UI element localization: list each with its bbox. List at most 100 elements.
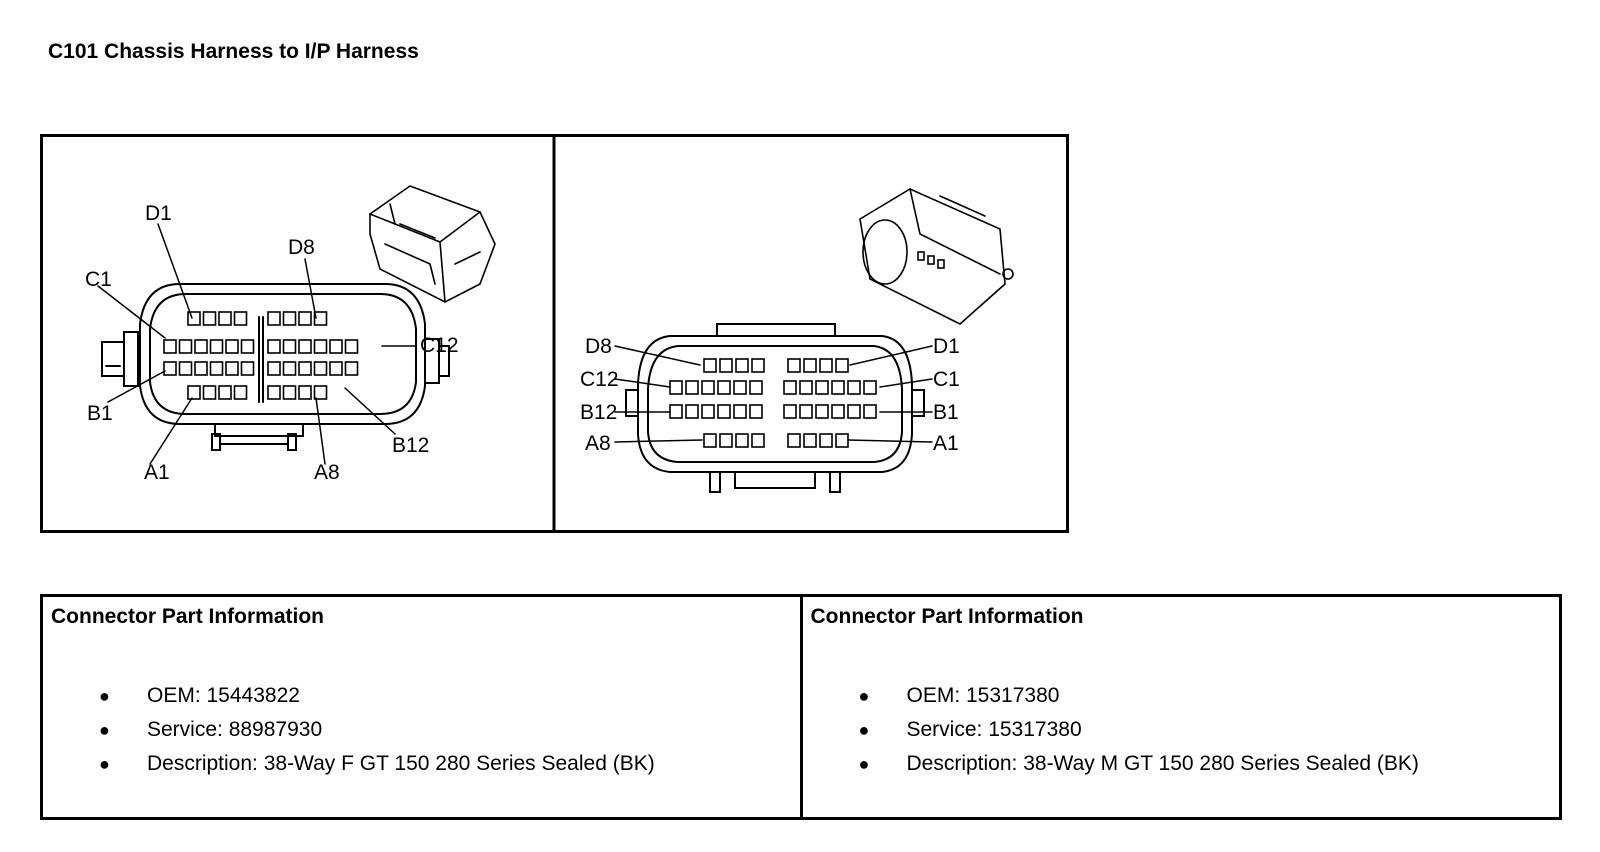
male-cavity — [863, 404, 877, 419]
female-cavity — [313, 361, 328, 376]
female-cavity — [233, 385, 248, 400]
male-cavity — [783, 404, 797, 419]
male-cavity — [701, 404, 715, 419]
male-cavity — [733, 380, 747, 395]
pin-label-b12: B12 — [392, 434, 429, 457]
part-info-oem: ●OEM: 15443822 — [99, 679, 655, 713]
part-info-service: ●Service: 15317380 — [859, 713, 1419, 747]
pin-label-c12: C12 — [420, 334, 459, 357]
female-cavity — [313, 385, 328, 400]
male-connector-face — [625, 323, 925, 493]
pin-label-d1: D1 — [145, 202, 172, 225]
male-cavity — [819, 433, 833, 448]
pin-label-d8-male: D8 — [585, 335, 612, 358]
male-cavity — [685, 380, 699, 395]
male-cavity — [803, 358, 817, 373]
male-cavity — [735, 358, 749, 373]
female-cavity — [282, 361, 297, 376]
connector-diagram: D1 D8 C1 C12 B1 B12 A1 A8 D8 D1 C12 C1 B… — [40, 134, 1070, 534]
female-cavity — [240, 361, 255, 376]
female-connector-cavities — [163, 311, 359, 400]
female-cavity — [163, 339, 177, 354]
female-cavity — [329, 339, 343, 354]
female-cavity — [202, 385, 217, 400]
female-cavity — [194, 339, 208, 354]
bullet-icon: ● — [99, 686, 110, 706]
male-cavity — [703, 358, 717, 373]
male-cavity — [831, 380, 845, 395]
pin-label-b1-male: B1 — [933, 401, 959, 424]
pin-label-b1: B1 — [87, 402, 113, 425]
male-cavity — [749, 380, 763, 395]
part-info-list: ●OEM: 15317380 ●Service: 15317380 ●Descr… — [859, 679, 1419, 781]
female-cavity — [218, 311, 232, 326]
male-connector-illustration — [859, 188, 1014, 325]
male-cavity — [719, 358, 733, 373]
pin-label-a8: A8 — [314, 461, 340, 484]
female-cavity — [282, 339, 297, 354]
female-cavity — [202, 311, 217, 326]
female-cavity — [282, 385, 297, 400]
female-cavity — [313, 339, 328, 354]
part-info-oem: ●OEM: 15317380 — [859, 679, 1419, 713]
bullet-icon: ● — [99, 754, 110, 774]
male-cavity — [835, 358, 849, 373]
female-cavity — [298, 311, 312, 326]
female-cavity — [267, 361, 281, 376]
pin-label-c12-male: C12 — [580, 368, 619, 391]
male-cavity — [863, 380, 877, 395]
female-cavity — [282, 311, 297, 326]
male-cavity — [717, 380, 731, 395]
pin-label-b12-male: B12 — [580, 401, 617, 424]
male-cavity — [703, 433, 717, 448]
male-cavity — [749, 404, 763, 419]
female-cavity — [267, 385, 281, 400]
male-cavity — [717, 404, 731, 419]
part-info-service: ●Service: 88987930 — [99, 713, 655, 747]
male-cavity — [733, 404, 747, 419]
male-cavity — [787, 358, 801, 373]
part-info-list: ●OEM: 15443822 ●Service: 88987930 ●Descr… — [99, 679, 655, 781]
male-cavity — [815, 404, 829, 419]
male-cavity — [847, 404, 861, 419]
female-connector-face — [101, 283, 450, 451]
part-info-description: ●Description: 38-Way F GT 150 280 Series… — [99, 747, 655, 781]
male-cavity — [799, 380, 813, 395]
female-connector-illustration — [369, 185, 496, 303]
female-cavity — [209, 361, 224, 376]
male-cavity — [799, 404, 813, 419]
female-cavity — [298, 361, 312, 376]
pin-label-d8: D8 — [288, 236, 315, 259]
male-cavity — [819, 358, 833, 373]
female-cavity — [267, 311, 281, 326]
male-cavity — [831, 404, 845, 419]
part-info-cell-female: Connector Part Information ●OEM: 1544382… — [43, 597, 800, 817]
male-cavity — [835, 433, 849, 448]
female-cavity — [194, 361, 208, 376]
female-cavity — [178, 361, 193, 376]
female-cavity — [225, 339, 239, 354]
female-cavity — [218, 385, 232, 400]
part-info-cell-male: Connector Part Information ●OEM: 1531738… — [799, 597, 1560, 817]
pin-label-a8-male: A8 — [585, 432, 611, 455]
female-cavity — [225, 361, 239, 376]
male-connector-cavities — [669, 358, 877, 448]
part-info-heading: Connector Part Information — [51, 605, 325, 628]
female-cavity — [209, 339, 224, 354]
bullet-icon: ● — [99, 720, 110, 740]
pin-label-a1-male: A1 — [933, 432, 959, 455]
female-cavity — [298, 339, 312, 354]
male-cavity — [685, 404, 699, 419]
bullet-icon: ● — [858, 686, 870, 706]
male-cavity — [735, 433, 749, 448]
female-cavity — [187, 385, 201, 400]
female-cavity — [298, 385, 312, 400]
female-cavity — [187, 311, 201, 326]
pin-label-d1-male: D1 — [933, 335, 960, 358]
leader-lines — [97, 223, 933, 465]
female-cavity — [240, 339, 255, 354]
pin-label-c1-male: C1 — [933, 368, 960, 391]
male-cavity — [751, 433, 765, 448]
male-cavity — [803, 433, 817, 448]
female-cavity — [344, 339, 359, 354]
